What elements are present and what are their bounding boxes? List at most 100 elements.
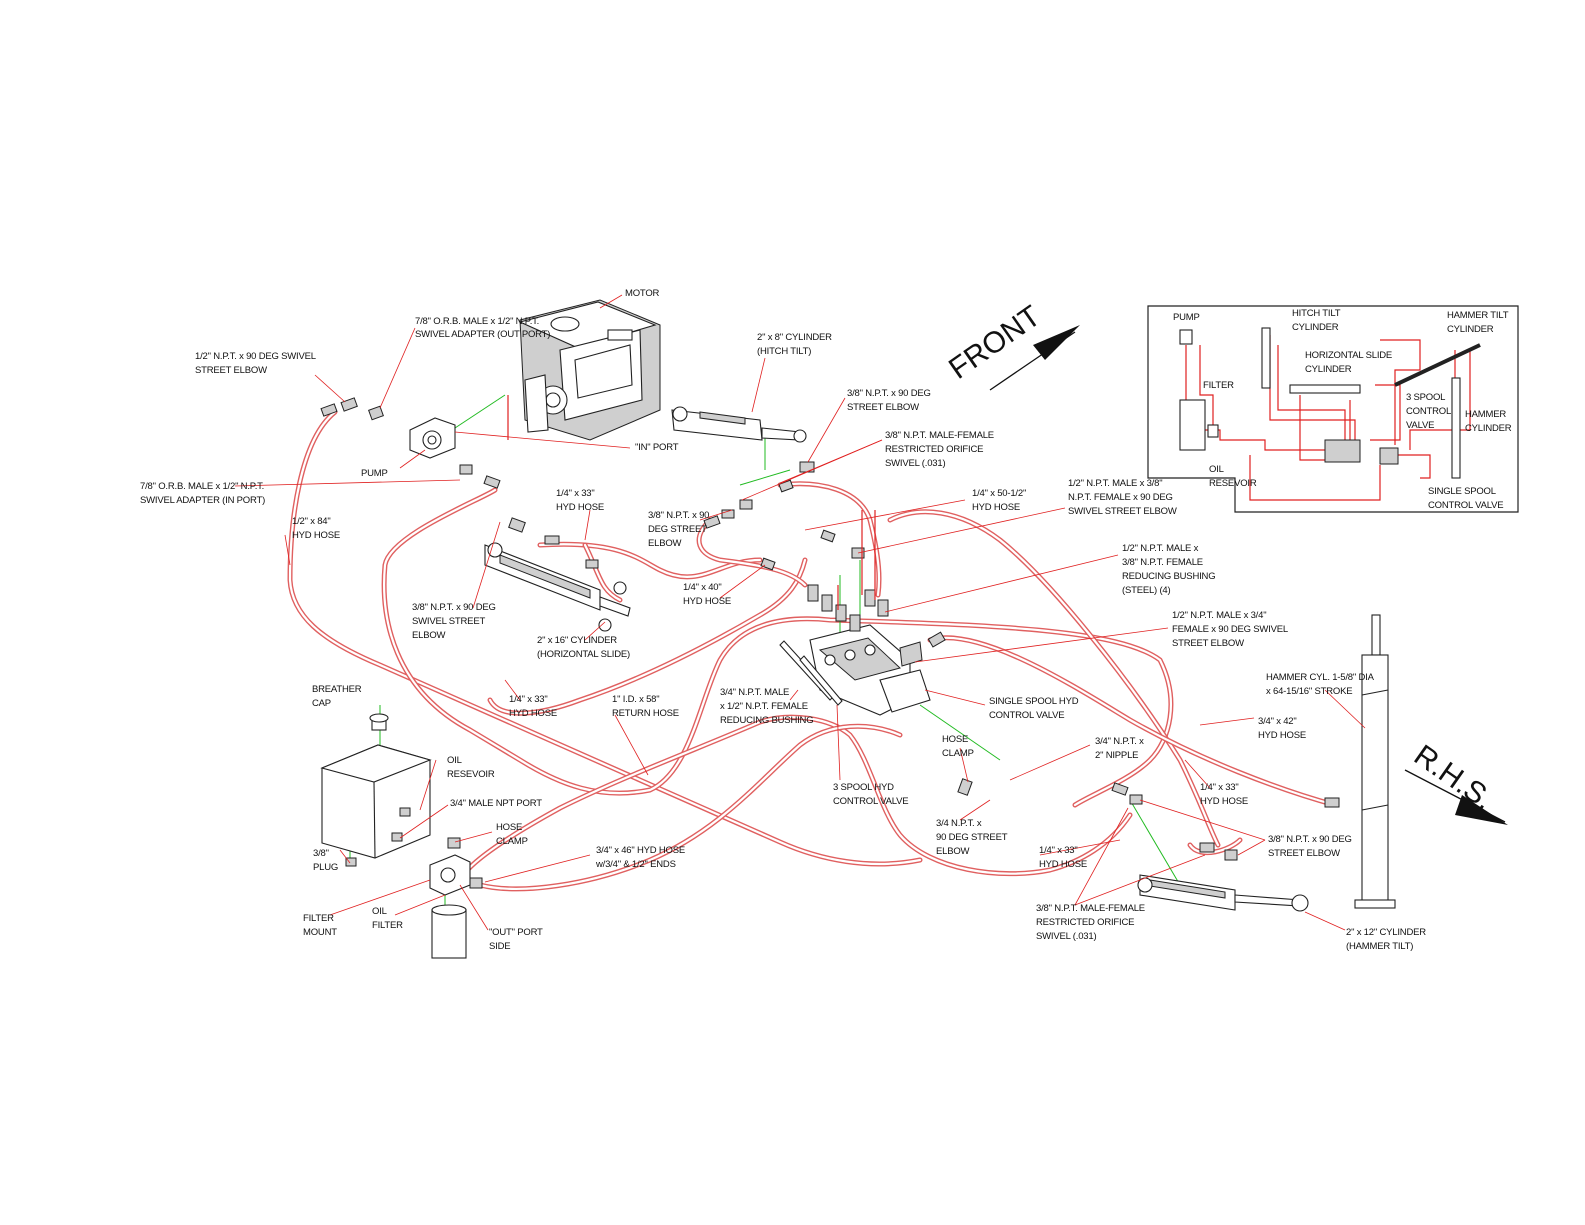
label-swivel38-1: 3/8" N.P.T. x 90 DEG [412,602,496,613]
inset-oil-1: OIL [1209,464,1224,475]
inset-hammer-1: HAMMER [1465,409,1506,420]
label-swivel-elbow-1: 1/2" N.P.T. x 90 DEG SWIVEL [195,351,316,362]
hoses [287,409,1338,892]
label-hose50-1: 1/4" x 50-1/2" [972,488,1026,499]
label-cyl16-2: (HORIZONTAL SLIDE) [537,649,630,660]
inset-spool3-2: CONTROL [1406,406,1451,417]
label-swivel38-3: ELBOW [412,630,446,641]
label-single-2: CONTROL VALVE [989,710,1064,721]
horizontal-slide-cylinder [484,517,631,632]
label-swivel12-3: SWIVEL STREET ELBOW [1068,506,1177,517]
leader-lines [234,294,1366,931]
label-in-port: "IN" PORT [635,442,679,453]
label-male-npt: 3/4" MALE NPT PORT [450,798,542,809]
inset-hslide-1: HORIZONTAL SLIDE [1305,350,1392,361]
label-spool3-1: 3 SPOOL HYD [833,782,894,793]
inset-hammer-tilt-1: HAMMER TILT [1447,310,1509,321]
label-oilres-1: OIL [447,755,462,766]
motor [507,299,661,441]
label-orifice-b2: RESTRICTED ORIFICE [1036,917,1134,928]
label-return-2: RETURN HOSE [612,708,679,719]
label-bushing-3: REDUCING BUSHING [1122,571,1215,582]
filter-assembly [429,854,471,959]
inset-hammer-2: CYLINDER [1465,423,1512,434]
inset-hslide-2: CYLINDER [1305,364,1352,375]
label-hclamp-b2: CLAMP [942,748,974,759]
label-hose50-2: HYD HOSE [972,502,1020,513]
fittings [320,397,1340,889]
label-orifice-a3: SWIVEL (.031) [885,458,945,469]
inset-pump: PUMP [1173,312,1200,323]
label-orifice-a1: 3/8" N.P.T. MALE-FEMALE [885,430,994,441]
label-spool3-2: CONTROL VALVE [833,796,908,807]
label-hose33-a1: 1/4" x 33" [556,488,595,499]
label-bushing-4: (STEEL) (4) [1122,585,1171,596]
front-label: FRONT [943,299,1047,385]
inset-oil-2: RESEVOIR [1209,478,1257,489]
label-elbow38-b3: ELBOW [648,538,682,549]
label-elbow34-3: ELBOW [936,846,970,857]
label-breather-2: CAP [312,698,331,709]
label-hammer-cyl-1: HAMMER CYL. 1-5/8" DIA [1266,672,1375,683]
inset-hitch-1: HITCH TILT [1292,308,1341,319]
label-elbow38-a1: 3/8" N.P.T. x 90 DEG [847,388,931,399]
label-swivel12-2: N.P.T. FEMALE x 90 DEG [1068,492,1173,503]
label-hose46-2: w/3/4" & 1/2" ENDS [595,859,676,870]
label-cyl16-1: 2" x 16" CYLINDER [537,635,617,646]
label-orifice-b3: SWIVEL (.031) [1036,931,1096,942]
label-hose42-1: 3/4" x 42" [1258,716,1297,727]
label-cyl12-1: 2" x 12" CYLINDER [1346,927,1426,938]
label-swivel12-1: 1/2" N.P.T. MALE x 3/8" [1068,478,1162,489]
label-elbow38-b1: 3/8" N.P.T. x 90 [648,510,709,521]
label-hclamp-a1: HOSE [496,822,522,833]
label-orifice-b1: 3/8" N.P.T. MALE-FEMALE [1036,903,1145,914]
label-hose33-c1: 1/4" x 33" [1200,782,1239,793]
label-orb-out-2: SWIVEL ADAPTER (OUT PORT) [415,329,550,340]
label-cyl8-1: 2" x 8" CYLINDER [757,332,832,343]
label-bush34-1: 3/4" N.P.T. MALE [720,687,789,698]
hitch-tilt-cylinder [671,406,807,443]
label-single-1: SINGLE SPOOL HYD [989,696,1079,707]
inset-single-2: CONTROL VALVE [1428,500,1503,511]
label-hose46-1: 3/4" x 46" HYD HOSE [596,845,685,856]
label-oilres-2: RESEVOIR [447,769,495,780]
label-plug-1: 3/8" [313,848,329,859]
label-bush34-2: x 1/2" N.P.T. FEMALE [720,701,808,712]
inset-schematic: PUMP HITCH TILT CYLINDER HAMMER TILT CYL… [1147,305,1519,513]
oil-reservoir [320,713,432,867]
label-ofilter-2: FILTER [372,920,403,931]
label-swivel34-1: 1/2" N.P.T. MALE x 3/4" [1172,610,1266,621]
label-swivel34-2: FEMALE x 90 DEG SWIVEL [1172,624,1288,635]
label-swivel34-3: STREET ELBOW [1172,638,1244,649]
inset-hammer-tilt-2: CYLINDER [1447,324,1494,335]
label-orb-out-1: 7/8" O.R.B. MALE x 1/2" N.P.T. [415,316,539,327]
label-pump: PUMP [361,468,388,479]
label-cyl12-2: (HAMMER TILT) [1346,941,1413,952]
label-nipple-1: 3/4" N.P.T. x [1095,736,1144,747]
label-ofilter-1: OIL [372,906,387,917]
label-orb-in-1: 7/8" O.R.B. MALE x 1/2" N.P.T. [140,481,264,492]
label-bushing-1: 1/2" N.P.T. MALE x [1122,543,1199,554]
label-elbow34-1: 3/4 N.P.T. x [936,818,982,829]
label-elbow34-2: 90 DEG STREET [936,832,1008,843]
inset-spool3-1: 3 SPOOL [1406,392,1445,403]
hammer-cylinder [1354,614,1396,909]
inset-filter: FILTER [1203,380,1234,391]
hammer-tilt-cylinder [1137,874,1309,912]
label-hose84-1: 1/2" x 84" [292,516,331,527]
label-hose42-2: HYD HOSE [1258,730,1306,741]
label-breather-1: BREATHER [312,684,362,695]
label-hose33-c2: HYD HOSE [1200,796,1248,807]
label-hammer-cyl-2: x 64-15/16" STROKE [1266,686,1352,697]
label-hose40-1: 1/4" x 40" [683,582,722,593]
label-hose33-a2: HYD HOSE [556,502,604,513]
label-bushing-2: 3/8" N.P.T. FEMALE [1122,557,1203,568]
label-return-1: 1" I.D. x 58" [612,694,659,705]
rhs-arrow-icon [1455,795,1508,825]
inset-single-1: SINGLE SPOOL [1428,486,1496,497]
label-bush34-3: REDUCING BUSHING [720,715,813,726]
three-spool-valve [779,510,911,716]
label-hose33-d1: 1/4" x 33" [1039,845,1078,856]
